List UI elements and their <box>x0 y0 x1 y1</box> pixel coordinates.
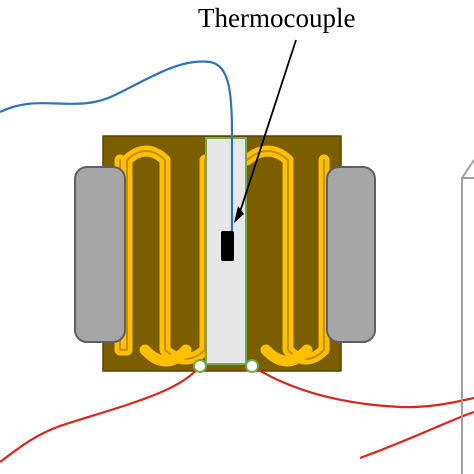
thermocouple-wire <box>0 60 234 235</box>
right-block <box>461 159 474 474</box>
right-clamp <box>326 166 376 343</box>
terminal-left <box>193 359 207 373</box>
power-wire-left <box>0 365 201 463</box>
heater-trace-left-core <box>119 150 206 360</box>
serpentine-heater-trace <box>114 145 330 367</box>
heater-trace-lower-loop <box>139 344 313 367</box>
terminal-right <box>245 359 259 373</box>
left-clamp <box>74 166 126 343</box>
heater-trace-right-core <box>246 150 325 360</box>
power-wire-right-lower <box>359 410 474 460</box>
thermocouple-tip <box>221 231 234 261</box>
power-wire-right <box>251 365 474 409</box>
pointer-arrowhead <box>234 206 244 223</box>
thermocouple-label: Thermocouple <box>198 3 355 33</box>
pointer-line <box>237 39 297 219</box>
